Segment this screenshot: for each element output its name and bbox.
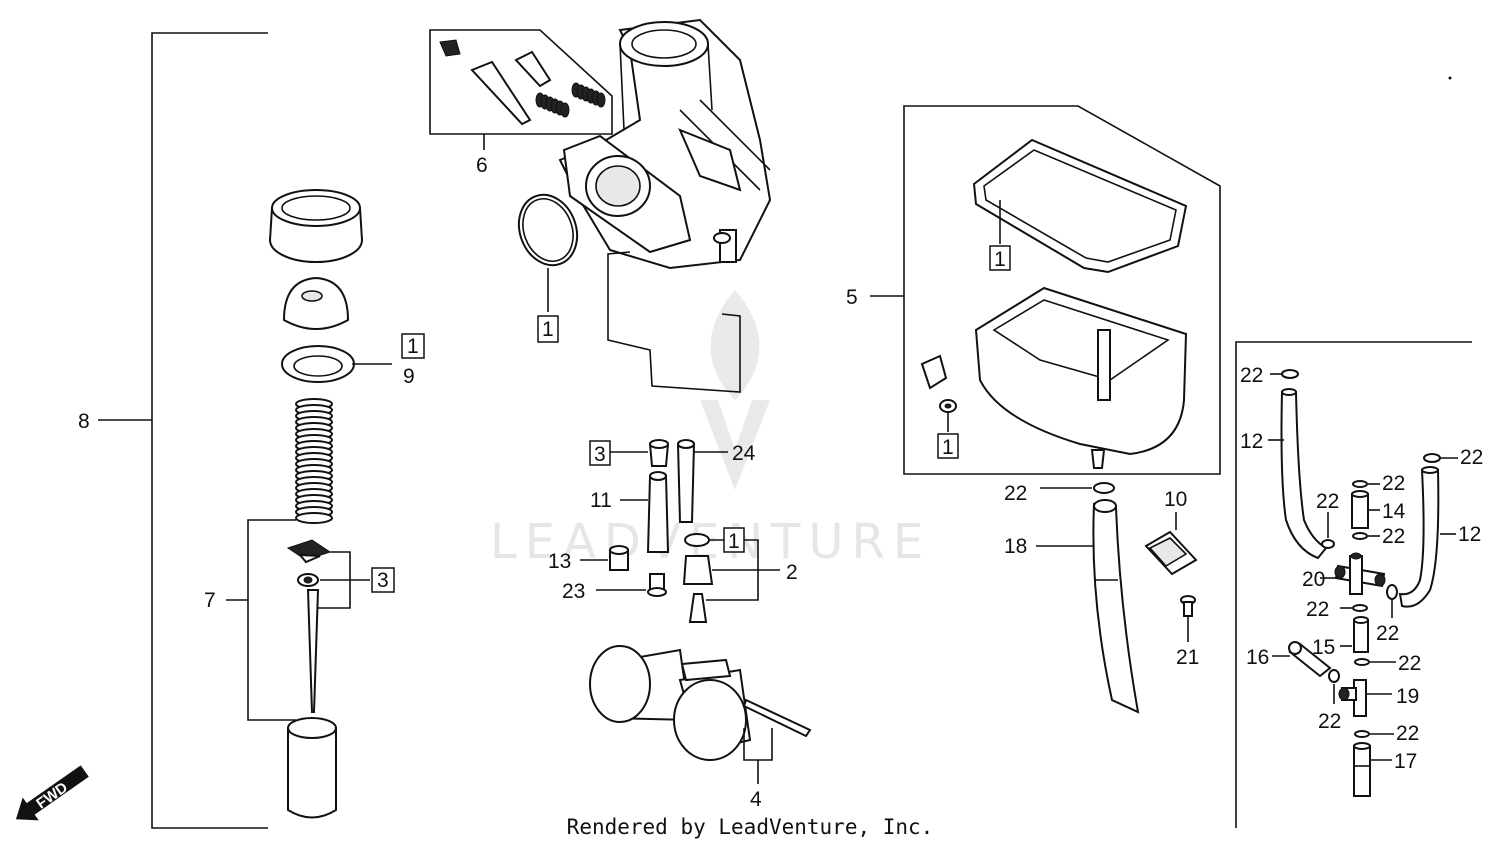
clip-22-i: [1354, 658, 1370, 666]
float-bowl: [974, 286, 1188, 469]
callout-5: 5: [846, 286, 858, 309]
callout-22-k: 22: [1396, 722, 1419, 745]
callout-22-b: 22: [1240, 364, 1263, 387]
callout-22-f: 22: [1316, 490, 1339, 513]
clip-22-d: [1352, 480, 1368, 488]
carb-top-ring: [269, 189, 363, 263]
clip-22-j: [1328, 669, 1340, 683]
callout-1-box-d: 1: [994, 248, 1006, 271]
callout-4: 4: [750, 788, 762, 811]
pipe-15: [1353, 616, 1369, 653]
watermark-logo: [700, 290, 770, 490]
clip-22-a: [1093, 482, 1115, 494]
callout-23: 23: [562, 580, 585, 603]
callout-9: 9: [403, 365, 415, 388]
carb-cap: [282, 276, 350, 330]
needle-jet-24: [676, 439, 696, 523]
callout-22-c: 22: [1460, 446, 1483, 469]
screw-21: [1180, 595, 1196, 617]
callout-12-b: 12: [1458, 523, 1481, 546]
callout-17: 17: [1394, 750, 1417, 773]
vent-hose-12-right: [1398, 466, 1440, 608]
callout-21: 21: [1176, 646, 1199, 669]
vent-hose-12-left: [1280, 388, 1328, 560]
callout-6: 6: [476, 154, 488, 177]
carburetor-body: [558, 18, 772, 270]
callout-1-box-a: 1: [407, 335, 419, 358]
tube-17: [1353, 742, 1371, 797]
three-way-joint-20: [1334, 552, 1386, 595]
callout-22-i: 22: [1398, 652, 1421, 675]
clip-22-k: [1354, 730, 1370, 738]
float-valve-2: [682, 533, 780, 623]
clip-22-g: [1386, 584, 1398, 600]
render-credit: Rendered by LeadVenture, Inc.: [566, 815, 934, 839]
callout-1-box-c: 1: [728, 530, 740, 553]
callout-3-box-a: 3: [377, 569, 389, 592]
callout-14: 14: [1382, 500, 1406, 523]
float-bowl-box-5: [870, 105, 1221, 475]
t-joint-19: [1338, 679, 1367, 717]
callout-22-e: 22: [1382, 525, 1405, 548]
callout-19: 19: [1396, 685, 1419, 708]
float-bowl-gasket: [972, 138, 1188, 274]
float-4: [589, 645, 812, 761]
o-ring: [517, 193, 579, 267]
callout-1-box-b: 1: [542, 318, 554, 341]
callout-24: 24: [732, 442, 756, 465]
needle-clip: [297, 573, 319, 587]
callout-7: 7: [204, 589, 216, 612]
screw-kit-box-6: [429, 29, 613, 150]
washer-9: [281, 345, 355, 383]
clip-22-b: [1281, 369, 1299, 379]
callout-16: 16: [1246, 646, 1269, 669]
callout-22-a: 22: [1004, 482, 1027, 505]
clip-22-e: [1352, 532, 1368, 540]
callout-15: 15: [1312, 636, 1335, 659]
callout-1-box-e: 1: [942, 436, 954, 459]
pilot-jet: [648, 439, 670, 467]
needle-jet-holder-11: [646, 471, 670, 553]
callout-3-box-b: 3: [594, 443, 606, 466]
callout-8: 8: [78, 410, 90, 433]
vent-hose-bracket: [1235, 341, 1472, 828]
bracket-7: [226, 519, 296, 721]
tube-16: [1288, 641, 1332, 678]
throttle-valve: [287, 717, 337, 819]
callout-18: 18: [1004, 535, 1027, 558]
jet-needle: [306, 589, 320, 713]
callout-20: 20: [1302, 568, 1325, 591]
throttle-spring: [295, 398, 333, 524]
drain-tube-18: [1092, 499, 1140, 714]
callout-12-a: 12: [1240, 430, 1263, 453]
slow-jet-13: [609, 545, 629, 571]
clip-22-f: [1321, 539, 1335, 549]
choke-wire: [607, 251, 741, 393]
callout-22-j: 22: [1318, 710, 1341, 733]
callout-22-h: 22: [1306, 598, 1329, 621]
callout-22-g: 22: [1376, 622, 1399, 645]
drain-screw: [920, 354, 957, 413]
callout-22-d: 22: [1382, 472, 1405, 495]
callout-13: 13: [548, 550, 571, 573]
callout-11: 11: [590, 489, 612, 512]
main-jet-23: [647, 573, 667, 597]
needle-retainer: [286, 539, 332, 564]
callout-2: 2: [786, 561, 798, 584]
tube-clamp-10: [1144, 530, 1198, 576]
clip-22-h: [1352, 604, 1368, 612]
clip-22-c: [1423, 453, 1441, 463]
pipe-14: [1351, 490, 1369, 529]
callout-10: 10: [1164, 488, 1187, 511]
bracket-8: [98, 32, 268, 829]
